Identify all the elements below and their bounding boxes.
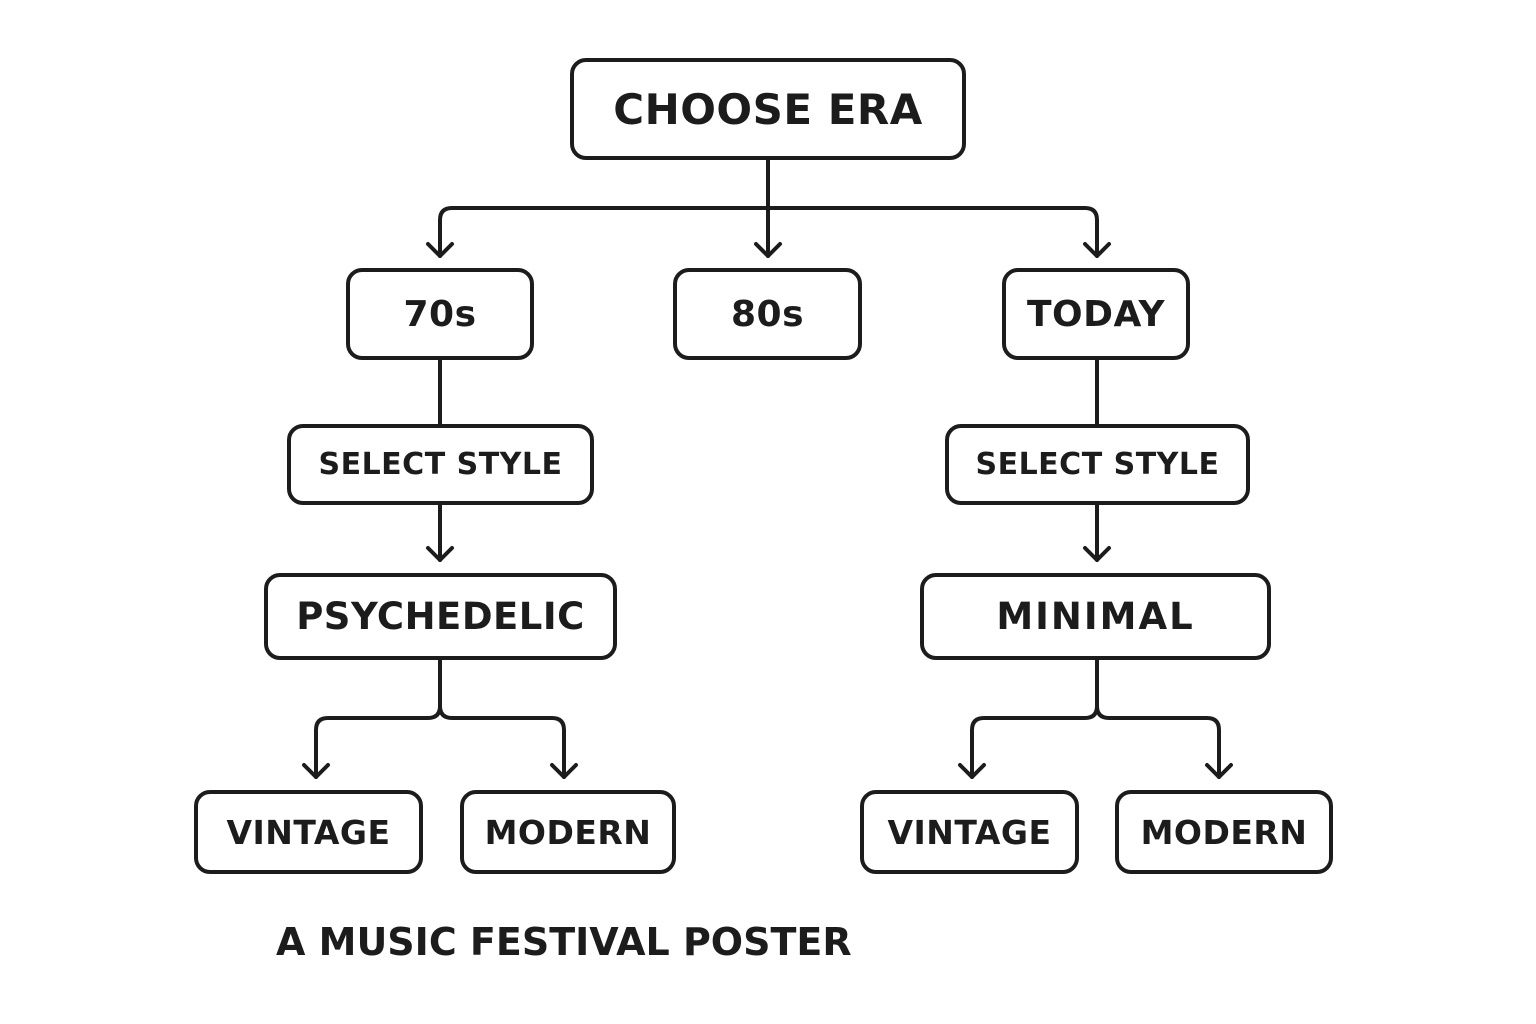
arrowhead-80s: [754, 242, 782, 258]
node-choose-era-label: CHOOSE ERA: [613, 84, 923, 134]
connector-root-to-today: [766, 206, 1099, 258]
connector-root-to-70s: [438, 206, 770, 258]
connector-psychedelic-trunk: [314, 658, 442, 779]
node-era-80s: 80s: [673, 268, 862, 360]
arrowhead-70s: [426, 242, 454, 258]
node-era-today: TODAY: [1002, 268, 1190, 360]
node-vintage-left-label: VINTAGE: [226, 812, 391, 852]
node-vintage-right-label: VINTAGE: [887, 812, 1052, 852]
node-era-70s-label: 70s: [403, 293, 477, 335]
node-minimal: MINIMAL: [920, 573, 1271, 660]
arrowhead-today: [1083, 242, 1111, 258]
node-modern-right: MODERN: [1115, 790, 1333, 874]
arrowhead-psychedelic: [426, 546, 454, 562]
node-select-style-left-label: SELECT STYLE: [318, 447, 563, 482]
node-era-today-label: TODAY: [1026, 293, 1166, 335]
node-era-80s-label: 80s: [730, 293, 805, 335]
node-select-style-right: SELECT STYLE: [945, 424, 1250, 505]
arrowhead-left-vintage: [302, 763, 330, 779]
node-era-70s: 70s: [346, 268, 534, 360]
arrowhead-right-modern: [1205, 763, 1233, 779]
node-vintage-right: VINTAGE: [860, 790, 1079, 874]
connector-psychedelic-to-modern: [438, 704, 566, 779]
arrowhead-left-modern: [550, 763, 578, 779]
node-modern-left: MODERN: [460, 790, 676, 874]
arrowhead-minimal: [1083, 546, 1111, 562]
node-psychedelic-label: PSYCHEDELIC: [296, 595, 585, 638]
node-choose-era: CHOOSE ERA: [570, 58, 966, 160]
node-vintage-left: VINTAGE: [194, 790, 423, 874]
node-modern-right-label: MODERN: [1140, 812, 1308, 852]
node-minimal-label: MINIMAL: [996, 595, 1195, 638]
node-psychedelic: PSYCHEDELIC: [264, 573, 617, 660]
node-select-style-left: SELECT STYLE: [287, 424, 594, 505]
poster-caption: A MUSIC FESTIVAL POSTER: [276, 920, 852, 964]
node-modern-left-label: MODERN: [484, 812, 652, 852]
connector-minimal-to-modern: [1095, 704, 1221, 779]
arrowhead-right-vintage: [958, 763, 986, 779]
node-select-style-right-label: SELECT STYLE: [975, 447, 1220, 482]
connector-minimal-trunk: [970, 658, 1099, 779]
